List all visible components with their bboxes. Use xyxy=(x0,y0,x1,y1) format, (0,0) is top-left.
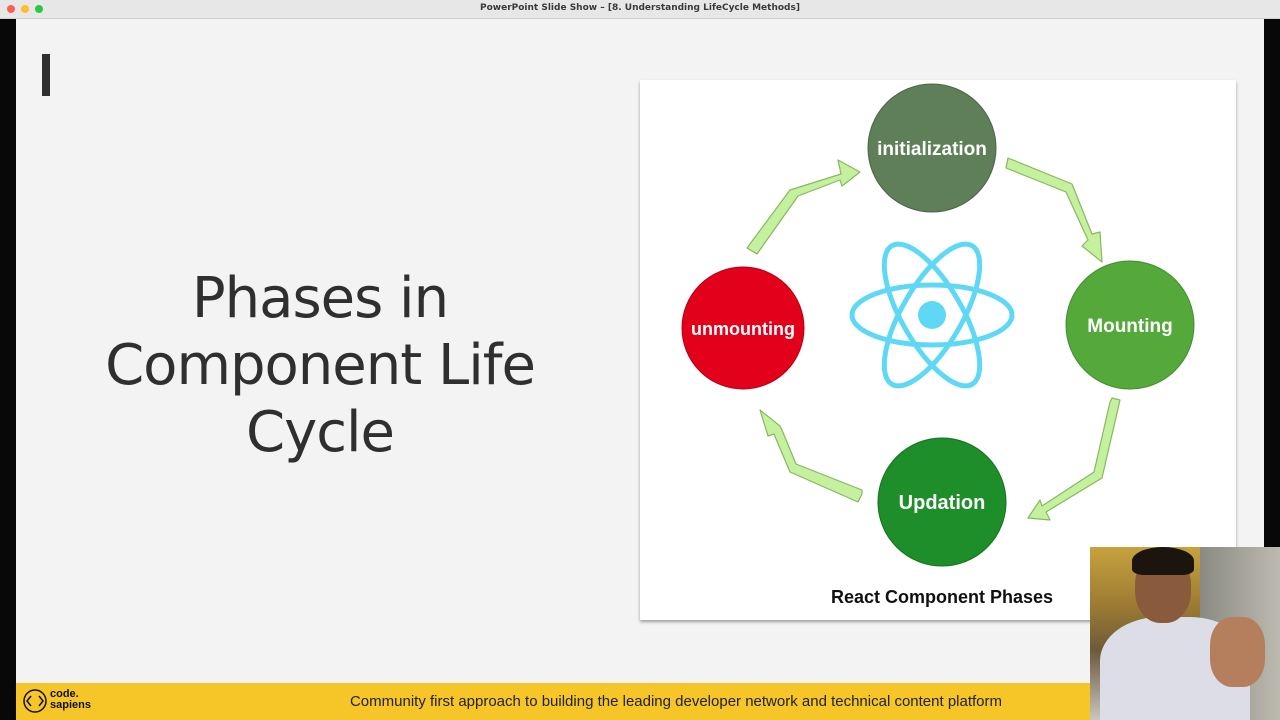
phase-initialization-label: initialization xyxy=(877,139,987,160)
heading-line-2: Component Life xyxy=(105,333,536,398)
footer-banner: code. sapiens Community first approach t… xyxy=(16,683,1090,720)
heading-line-3: Cycle xyxy=(245,400,395,465)
phase-updation-circle xyxy=(877,437,1007,567)
minimize-window-button[interactable] xyxy=(21,5,29,13)
arrow-unmounting-to-initialization xyxy=(746,159,861,255)
heading-line-1: Phases in xyxy=(191,266,449,331)
lifecycle-diagram: initialization Mounting Updation unmount… xyxy=(640,80,1236,620)
maximize-window-button[interactable] xyxy=(35,5,43,13)
cycle-arrows xyxy=(746,157,1121,521)
arrow-initialization-to-mounting xyxy=(1005,157,1103,263)
close-window-button[interactable] xyxy=(7,5,15,13)
phase-unmounting-circle xyxy=(681,266,805,390)
diagram-caption: React Component Phases xyxy=(830,587,1054,607)
logo-text: code. sapiens xyxy=(50,688,91,711)
presenter-hair xyxy=(1132,547,1194,575)
code-sapiens-logo-icon xyxy=(23,689,47,713)
logo-text-line-2: sapiens xyxy=(50,699,91,711)
webcam-overlay xyxy=(1090,547,1280,720)
letterbox-right xyxy=(1264,19,1280,547)
footer-tagline: Community first approach to building the… xyxy=(349,693,1003,710)
arrow-updation-to-unmounting xyxy=(759,409,863,503)
lifecycle-diagram-graphic: initialization Mounting Updation unmount… xyxy=(681,83,1195,567)
phase-unmounting-label: unmounting xyxy=(691,319,795,339)
letterbox-left xyxy=(0,19,16,720)
phase-initialization-circle xyxy=(867,83,997,213)
phase-mounting-circle xyxy=(1065,260,1195,390)
window-titlebar: PowerPoint Slide Show – [8. Understandin… xyxy=(0,0,1280,19)
phase-mounting-label: Mounting xyxy=(1087,316,1172,337)
logo-text-line-1: code. xyxy=(50,688,79,700)
slide-heading: Phases in Component Life Cycle xyxy=(80,265,560,466)
react-logo-icon xyxy=(849,241,1015,389)
arrow-mounting-to-updation xyxy=(1027,397,1121,521)
phase-updation-label: Updation xyxy=(899,492,986,514)
window-title: PowerPoint Slide Show – [8. Understandin… xyxy=(480,3,800,13)
text-cursor xyxy=(42,54,50,96)
presenter-hand xyxy=(1210,617,1265,687)
